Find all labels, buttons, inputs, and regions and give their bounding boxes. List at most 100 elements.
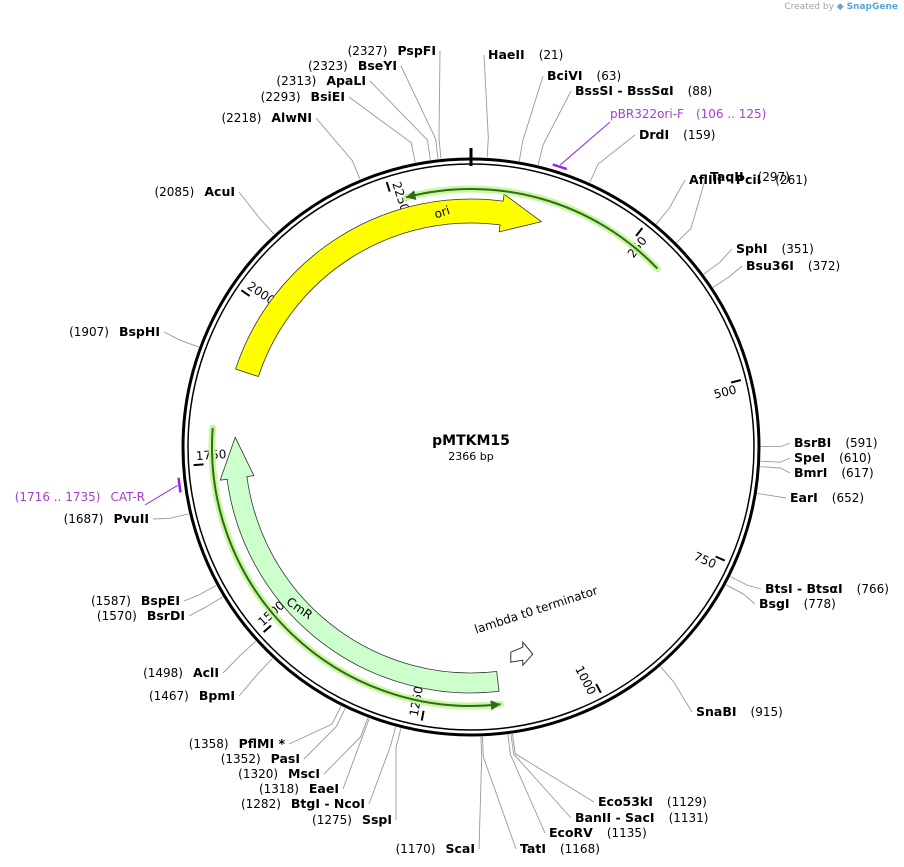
site-leader — [400, 65, 439, 159]
site-label[interactable]: BsgI(778) — [759, 596, 836, 611]
site-leader — [395, 728, 402, 820]
scale-tick — [730, 379, 742, 384]
site-leader-lines — [144, 50, 791, 850]
site-label[interactable]: (1358)PflMI * — [189, 736, 286, 751]
site-label[interactable]: (1587)BspEI — [91, 593, 180, 608]
scale-tick — [193, 463, 204, 467]
site-label[interactable]: TaqII(297) — [710, 169, 790, 184]
site-leader — [482, 736, 517, 850]
site-leader — [730, 576, 762, 590]
cmr-strand — [211, 428, 501, 707]
site-label[interactable]: (1467)BpmI — [149, 688, 235, 703]
site-label[interactable]: SnaBI(915) — [696, 704, 783, 719]
site-leader — [342, 718, 370, 790]
primer-bar[interactable] — [552, 163, 568, 171]
site-label[interactable]: (1352)PasI — [221, 751, 300, 766]
site-label[interactable]: EcoRV(1135) — [549, 825, 647, 840]
scale-tick — [595, 683, 602, 694]
primer-leader — [560, 121, 611, 166]
site-label[interactable]: (1320)MscI — [238, 766, 320, 781]
site-label[interactable]: BmrI(617) — [794, 465, 874, 480]
site-label[interactable]: (2327)PspFI — [348, 43, 436, 58]
site-label[interactable]: (1170)ScaI — [396, 841, 475, 856]
feature-arrow-ori[interactable] — [235, 193, 543, 378]
site-label[interactable]: EarI(652) — [790, 490, 864, 505]
cmr-strand-arrowhead — [490, 700, 501, 711]
site-leader — [483, 54, 489, 158]
center-text: pMTKM15 2366 bp — [432, 433, 510, 463]
site-leader — [303, 708, 346, 760]
site-label[interactable]: BciVI(63) — [547, 68, 621, 83]
ori-strand — [405, 187, 659, 270]
site-leader — [348, 96, 416, 163]
plasmid-name: pMTKM15 — [432, 433, 510, 449]
primer-leader — [144, 484, 178, 506]
site-leader — [369, 80, 431, 160]
site-label[interactable]: (2218)AlwNI — [221, 110, 312, 125]
credit-brand: SnapGene — [846, 2, 898, 12]
credit-prefix: Created by — [784, 2, 834, 12]
site-leader — [188, 596, 223, 617]
site-label[interactable]: TatI(1168) — [520, 841, 600, 856]
site-label[interactable]: (1318)EaeI — [259, 781, 339, 796]
site-leader — [757, 492, 787, 499]
scale-tick — [715, 555, 726, 562]
site-leader — [760, 466, 791, 474]
site-label[interactable]: (1282)BtgI - NcoI — [241, 796, 365, 811]
scale-tick — [635, 227, 644, 237]
ori-strand-arrowhead — [405, 190, 417, 200]
site-leader — [725, 584, 756, 605]
site-label[interactable]: (2313)ApaLI — [276, 73, 366, 88]
site-label[interactable]: DrdI(159) — [639, 127, 715, 142]
site-label[interactable]: (1907)BspHI — [69, 324, 160, 339]
site-label[interactable]: BsrBI(591) — [794, 435, 878, 450]
site-leader — [537, 90, 572, 166]
site-label[interactable]: (1275)SspI — [312, 812, 392, 827]
scale-tick — [262, 624, 272, 633]
terminator-icon[interactable] — [510, 640, 534, 667]
site-label[interactable]: BssSI - BssSαI(88) — [575, 83, 712, 98]
site-label[interactable]: (1570)BsrDI — [97, 608, 185, 623]
site-label[interactable]: (1498)AclI — [143, 665, 219, 680]
site-label[interactable]: SpeI(610) — [794, 450, 871, 465]
site-leader — [152, 513, 189, 520]
site-leader — [183, 585, 217, 602]
site-leader — [660, 666, 693, 713]
site-leader — [438, 50, 442, 159]
site-label[interactable]: BtsI - BtsαI(766) — [765, 581, 889, 596]
plasmid-length: 2366 bp — [448, 450, 493, 463]
site-label[interactable]: BanII - SacI(1131) — [575, 810, 708, 825]
scale-tick-label: 1000 — [572, 664, 599, 698]
site-leader — [761, 442, 791, 448]
scale-tick-label: 750 — [692, 549, 719, 571]
primer-label: (1716 .. 1735)CAT-R — [15, 490, 145, 504]
site-leader — [589, 134, 636, 183]
feature-arrow-cmr[interactable] — [219, 436, 500, 694]
site-leader — [507, 734, 546, 834]
snapgene-logo-icon: ◆ — [836, 2, 844, 12]
site-leader — [288, 705, 342, 745]
site-leader — [518, 75, 544, 162]
site-label[interactable]: (1687)PvuII — [64, 511, 149, 526]
scale-tick — [385, 181, 391, 192]
site-label[interactable]: AflIII - PciI(261) — [689, 172, 808, 187]
site-label[interactable]: SphI(351) — [736, 241, 814, 256]
site-label[interactable]: (2323)BseYI — [308, 58, 397, 73]
site-leader — [703, 248, 733, 275]
site-leader — [238, 658, 273, 697]
site-leader — [222, 640, 257, 674]
site-label[interactable]: Bsu36I(372) — [746, 258, 840, 273]
site-leader — [712, 265, 743, 288]
site-leader — [238, 191, 275, 235]
site-label[interactable]: (2085)AcuI — [154, 184, 235, 199]
site-label[interactable]: (2293)BsiEI — [261, 89, 345, 104]
scale-tick-label: 500 — [712, 382, 738, 401]
primer-bar[interactable] — [177, 477, 182, 493]
site-leader — [163, 331, 199, 348]
site-label[interactable]: Eco53kI(1129) — [598, 794, 707, 809]
snapgene-credit: Created by ◆ SnapGene — [784, 2, 898, 12]
site-label[interactable]: HaeII(21) — [488, 47, 563, 62]
feature-label: lambda t0 terminator — [473, 583, 600, 636]
